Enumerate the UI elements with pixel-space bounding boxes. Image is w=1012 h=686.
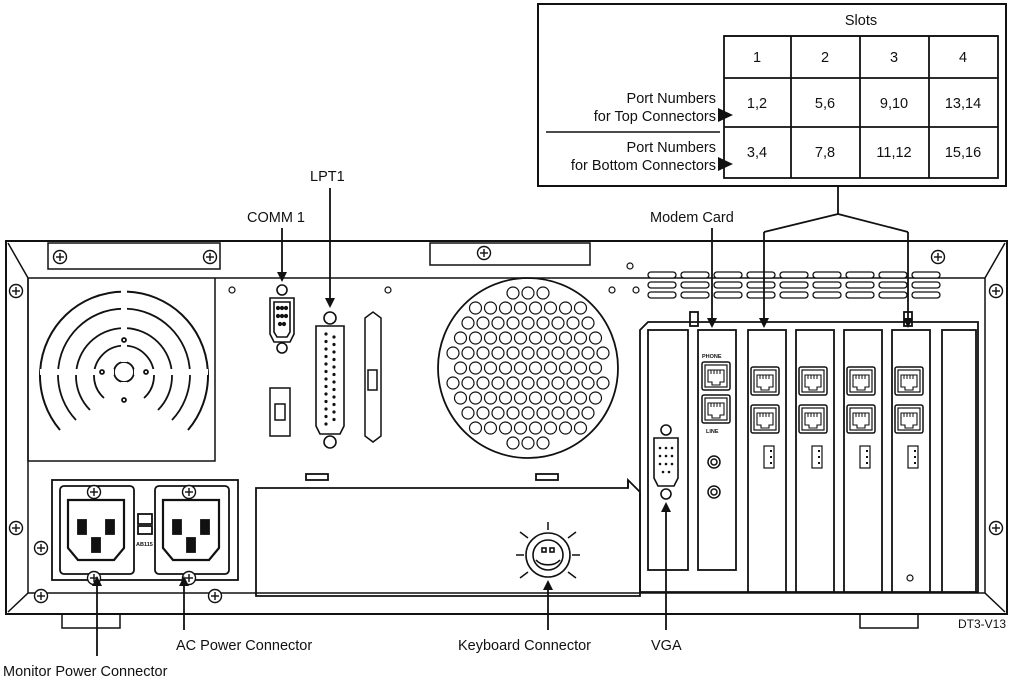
row-top-label-2: for Top Connectors bbox=[594, 109, 716, 125]
slot-hole bbox=[906, 574, 914, 582]
blank-port-cover-right bbox=[364, 311, 382, 443]
port-top-slot-1: 1,2 bbox=[747, 96, 767, 112]
port-bottom-slot-3: 11,12 bbox=[876, 145, 911, 161]
slot-col-4: 4 bbox=[959, 50, 967, 66]
comm1-port[interactable] bbox=[269, 284, 295, 354]
vga-port[interactable] bbox=[653, 424, 679, 500]
keyboard-port[interactable] bbox=[525, 532, 571, 578]
row-top-label-1: Port Numbers bbox=[627, 91, 716, 107]
modem-line-jack[interactable] bbox=[701, 394, 731, 424]
port-top-slot-3: 9,10 bbox=[880, 96, 908, 112]
port-bottom-slot-4: 15,16 bbox=[945, 145, 981, 161]
port-top-slot-4: 13,14 bbox=[945, 96, 981, 112]
lpt1-pins bbox=[324, 332, 336, 426]
row-bottom-label-1: Port Numbers bbox=[627, 140, 716, 156]
slot-table bbox=[537, 3, 1007, 187]
port-bottom-slot-1: 3,4 bbox=[747, 145, 767, 161]
serial-port-cards bbox=[747, 329, 931, 593]
keyboard-highlight-rays bbox=[516, 522, 580, 579]
blank-port-cover-left bbox=[269, 387, 291, 437]
port-top-slot-2: 5,6 bbox=[815, 96, 835, 112]
comm1-label: COMM 1 bbox=[247, 210, 305, 226]
row-top-pointer bbox=[718, 108, 733, 122]
modem-audio-jacks[interactable] bbox=[707, 455, 721, 499]
vga-label: VGA bbox=[651, 638, 682, 654]
modem-card-label: Modem Card bbox=[650, 210, 734, 226]
chassis-holes bbox=[228, 262, 640, 294]
slot-col-3: 3 bbox=[890, 50, 898, 66]
lpt1-label: LPT1 bbox=[310, 169, 345, 185]
slot-table-header: Slots bbox=[845, 13, 877, 29]
keyboard-label: Keyboard Connector bbox=[458, 638, 591, 654]
top-slot-vents bbox=[647, 271, 941, 299]
slot-col-1: 1 bbox=[753, 50, 761, 66]
callout-arrows bbox=[92, 188, 717, 656]
power-connector-panel bbox=[51, 479, 239, 581]
port-bottom-slot-2: 7,8 bbox=[815, 145, 835, 161]
blank-slot-cover bbox=[941, 329, 977, 593]
voltage-switch-mark: AB115 bbox=[136, 542, 153, 548]
lpt1-port[interactable] bbox=[315, 311, 345, 449]
row-bottom-label-2: for Bottom Connectors bbox=[571, 158, 716, 174]
monitor-power-label: Monitor Power Connector bbox=[3, 664, 168, 680]
row-bottom-pointer bbox=[718, 157, 733, 171]
exhaust-vent bbox=[437, 277, 619, 459]
slot-table-bracket bbox=[759, 186, 913, 328]
drawing-code: DT3-V13 bbox=[958, 617, 1006, 631]
ac-power-label: AC Power Connector bbox=[176, 638, 312, 654]
slot-col-2: 2 bbox=[821, 50, 829, 66]
modem-phone-mark: PHONE bbox=[702, 354, 722, 360]
exhaust-vent-holes bbox=[446, 286, 610, 450]
psu-fan-grille bbox=[27, 278, 216, 462]
modem-phone-jack[interactable] bbox=[701, 361, 731, 391]
modem-line-mark: LINE bbox=[706, 429, 719, 435]
